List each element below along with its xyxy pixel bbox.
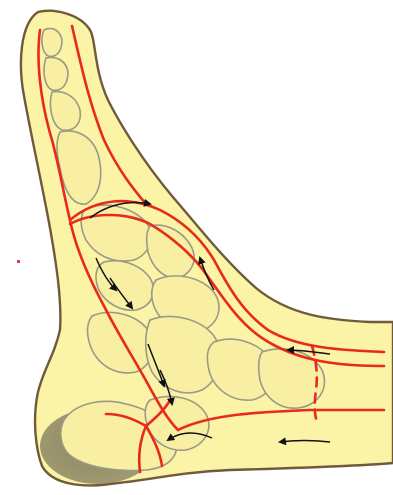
bone-icon (44, 58, 68, 91)
stray-mark (17, 260, 20, 263)
bone-icon (42, 28, 62, 56)
